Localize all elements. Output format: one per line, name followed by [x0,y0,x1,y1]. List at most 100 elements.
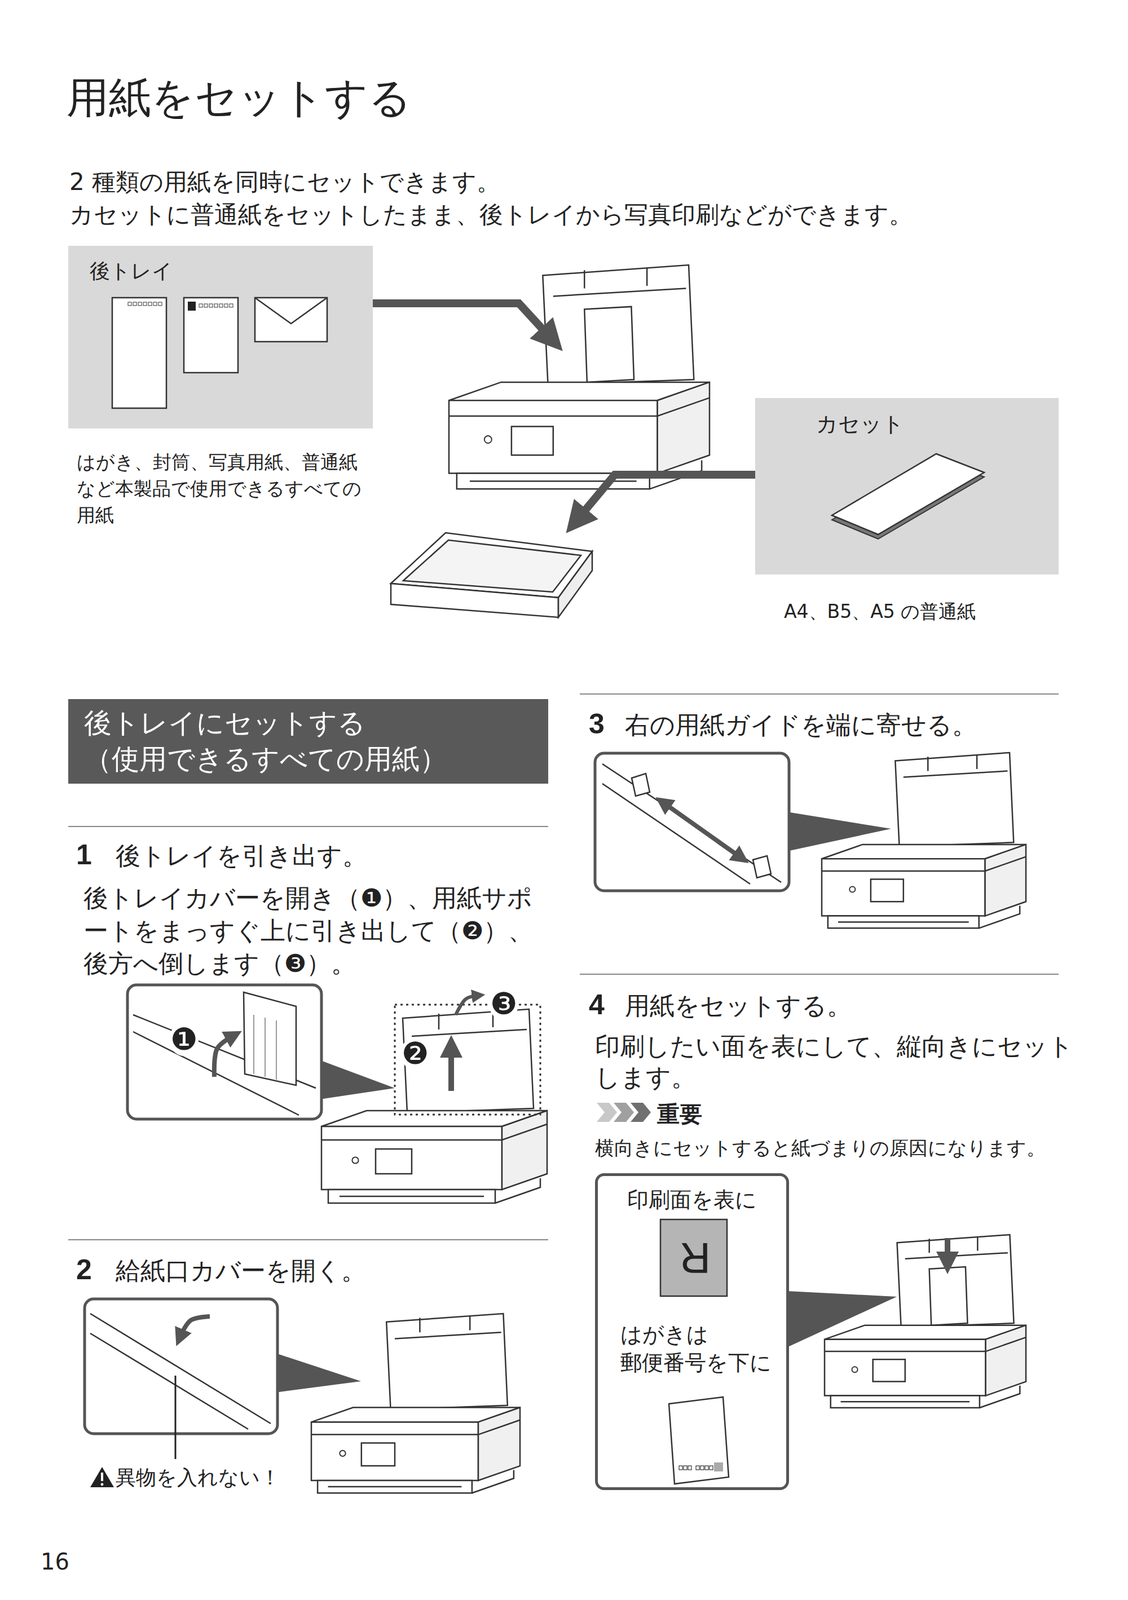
intro-text: 2 種類の用紙を同時にセットできます。 [69,167,501,198]
support-fold [394,1332,502,1339]
node-label: カセット [816,410,998,439]
node-label: 後トレイ [89,258,352,285]
chevron-icon [613,1103,634,1123]
node-label: 後トレイにセットする （使用できるすべての用紙） [84,705,533,778]
callout-number: ❶ [169,1023,199,1057]
paper-stack [831,454,985,535]
cassette-side [558,551,593,618]
feed-arrow [578,474,756,519]
section-band: 後トレイにセットする （使用できるすべての用紙） [68,699,549,784]
touch-screen [361,1443,395,1467]
printer-front [321,1126,502,1191]
step-number: 4 [588,987,605,1024]
printer-front [448,400,658,474]
callout-number: ❸ [488,988,519,1021]
postal-box [133,302,137,306]
node-label: 印刷面を表に [597,1186,787,1215]
printer-base [328,1190,496,1204]
step-text: 後トレイカバーを開き（❶）、用紙サポートをまっすぐ上に引き出して（❷）、後方へ倒… [83,882,538,981]
caption: はがき、封筒、写真用紙、普通紙など本製品で使用できるすべての用紙 [76,449,368,530]
paper-sheet [584,306,634,383]
page-title: 用紙をセットする [66,72,412,123]
panel-line [824,1337,1026,1352]
support-fold [411,1029,527,1037]
printer-front [311,1422,479,1482]
support-notch [584,267,647,289]
postal-box [158,302,162,306]
step-heading: 後トレイを引き出す。 [115,840,368,872]
envelope-icon [254,297,328,342]
postal-box [695,1466,700,1471]
intro-text: カセットに普通紙をセットしたまま、後トレイから写真印刷などができます。 [69,200,913,231]
output-slot [840,1401,970,1404]
printer-side [501,1111,548,1191]
paper-support [897,1235,1015,1328]
printer-front [824,1340,986,1397]
panel-line [311,1420,521,1436]
separator [579,974,1059,976]
output-slot [838,921,969,924]
output-slot [328,1486,462,1489]
separator [68,826,549,828]
callout-wedge [319,1060,395,1100]
postal-box [705,1466,709,1471]
warning-mark [100,1473,104,1482]
support-fold [903,771,1008,778]
paper-guide [631,773,650,797]
separator [68,1239,549,1241]
postal-box [679,1466,683,1471]
base-side [979,906,1020,929]
postal-box [709,1466,713,1471]
paper-support [895,752,1014,848]
insert-arrow [944,1238,951,1262]
illustration-box: 印刷面を表にはがきは 郵便番号を下に [595,1173,790,1491]
power-button [849,886,856,893]
tray-cover [243,992,297,1086]
caption: A4、B5、A5 の普通紙 [783,600,976,624]
leader-line [174,1376,177,1460]
step-heading: 右の用紙ガイドを端に寄せる。 [624,709,977,741]
postcard [668,1397,729,1485]
tray-panel: 後トレイ [68,245,373,429]
cassette-front [390,583,559,618]
step-text: 印刷したい面を表にして、縦向きにセットします。 [595,1030,1075,1094]
printer-base [830,1396,980,1409]
paper-guide [752,856,771,879]
support-fold [553,288,687,297]
separator [579,693,1059,695]
paper-sheet [929,1267,968,1326]
postal-box [143,302,147,306]
postal-box [219,303,223,308]
printer-drawing [321,1009,548,1204]
tray-icons [755,398,1059,575]
postal-box [148,302,152,306]
panel-line [821,857,1026,872]
panel-line [321,1124,548,1141]
callout-wedge [275,1353,361,1394]
printer-side [657,382,710,474]
printed-sheet [660,1219,727,1297]
postal-box [229,303,233,308]
node-text: はがきは 郵便番号を下に [597,1321,787,1378]
step-number: 2 [76,1252,92,1289]
cassette-inner [403,540,581,593]
postal-box [683,1466,687,1471]
printer-drawing [448,265,710,489]
tray-edge [90,1314,271,1430]
step-number: 1 [76,837,92,874]
tray-edge [602,764,782,885]
chevron-icon [596,1103,618,1123]
step-heading: 給紙口カバーを開く。 [115,1255,367,1287]
step-number: 3 [588,706,605,743]
stamp-mark [187,301,196,311]
stamp-mark [714,1463,724,1473]
postal-box [224,303,228,308]
printer-base [317,1481,473,1494]
touch-screen [511,426,554,456]
callout-number: ❷ [400,1037,430,1071]
postal-box [209,303,213,308]
cover-ridges [253,1015,277,1081]
warning-symbol [90,1467,114,1488]
postal-box [214,303,218,308]
panel-line [448,398,710,417]
